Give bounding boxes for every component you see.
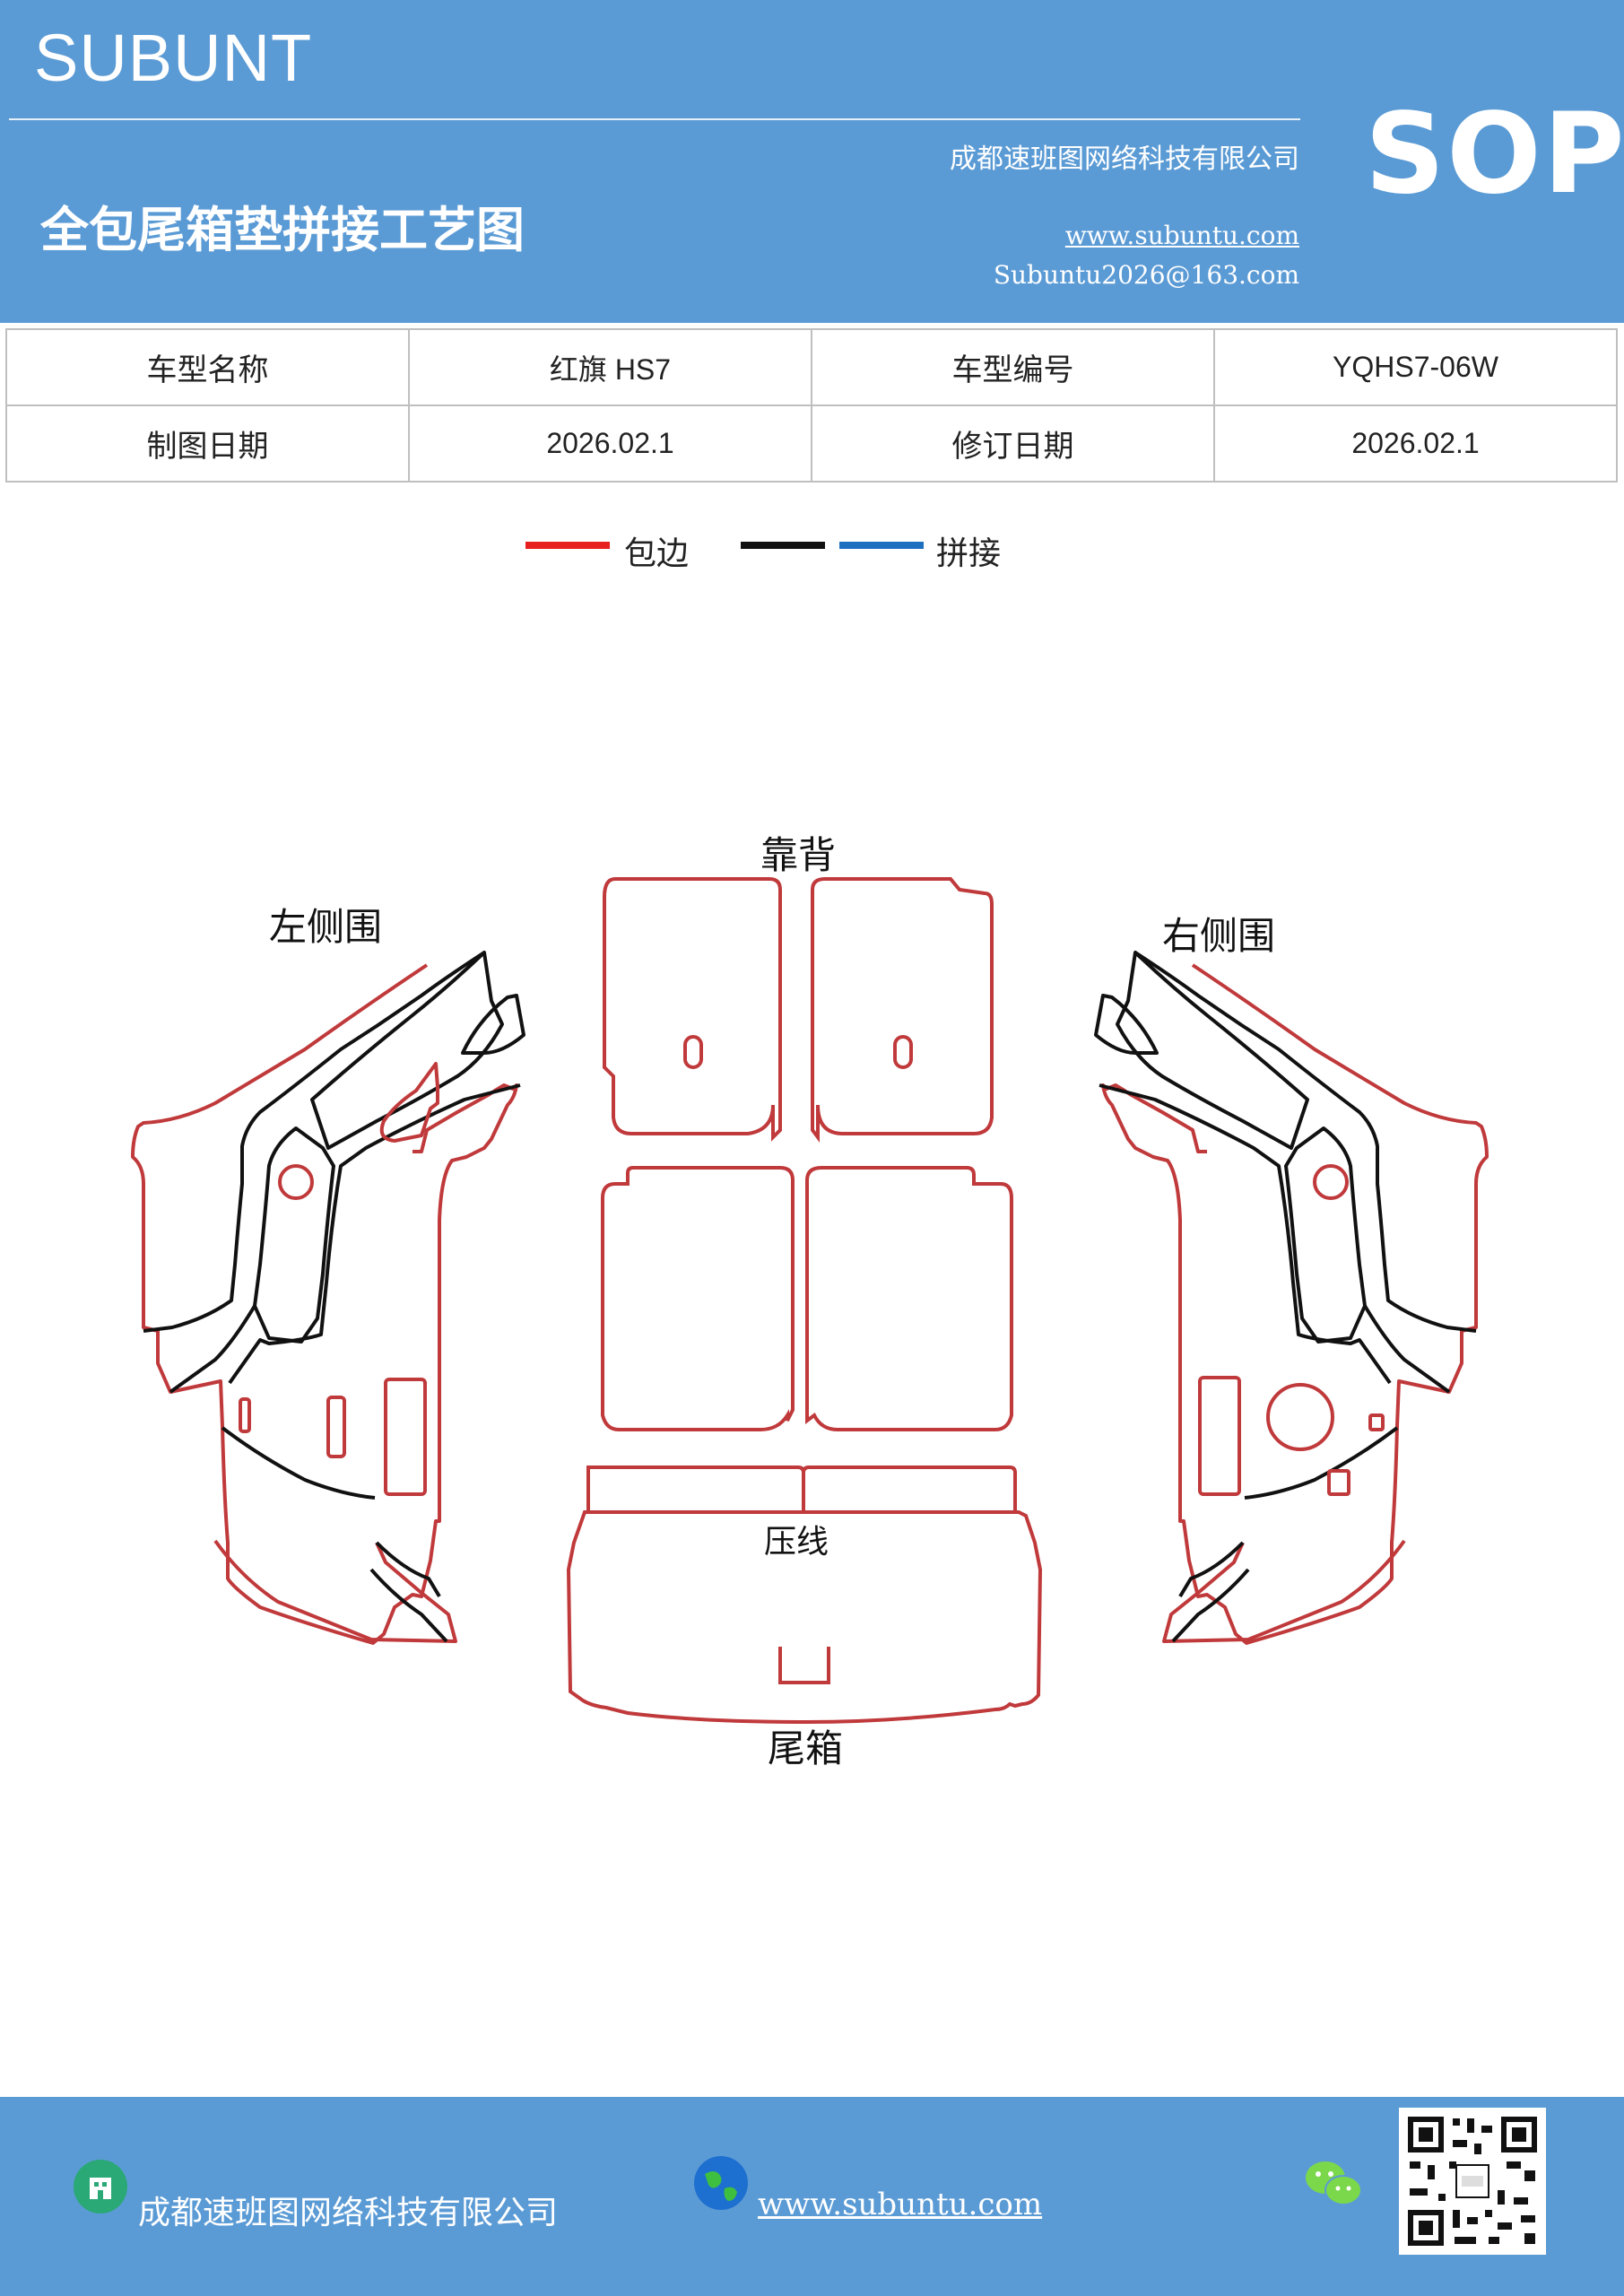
vehicle-info-table: 车型名称 红旗 HS7 车型编号 YQHS7-06W 制图日期 2026.02.… [5,328,1618,483]
qr-code [1399,2108,1546,2255]
trunk-top-strip-right [802,1465,1017,1514]
legend-swatch-red [525,542,610,549]
brand-name: SUBUNT [34,21,313,95]
table-cell: 制图日期 [5,404,410,483]
middle-right-piece [805,1166,1013,1431]
globe-icon [694,2156,748,2210]
legend-swatch-blue [839,542,924,549]
table-row: 车型名称 红旗 HS7 车型编号 YQHS7-06W [5,328,1618,406]
label-press-line: 压线 [764,1524,829,1561]
mat-diagram: 左侧围 靠背 右侧围 压线 尾箱 [0,789,1624,1794]
table-cell: YQHS7-06W [1213,328,1618,406]
document-title: 全包尾箱垫拼接工艺图 [40,201,525,258]
footer-company: 成都速班图网络科技有限公司 [138,2195,559,2231]
table-cell: 2026.02.1 [408,404,812,483]
building-icon [74,2160,127,2213]
header-banner: SUBUNT 全包尾箱垫拼接工艺图 成都速班图网络科技有限公司 www.subu… [0,0,1624,323]
label-backrest: 靠背 [760,833,837,877]
backrest-left-piece [603,877,782,1142]
legend-label: 包边 [624,535,690,572]
table-cell: 车型编号 [811,328,1215,406]
label-trunk: 尾箱 [768,1726,844,1770]
right-side-panel [1094,951,1489,1645]
sop-badge: SOP [1365,90,1624,219]
backrest-right-piece [811,877,994,1143]
company-name: 成都速班图网络科技有限公司 [950,144,1299,175]
email-address: Subuntu2026@163.com [993,260,1299,290]
mat-pieces [131,877,1489,1725]
table-cell: 红旗 HS7 [408,328,812,406]
website-link[interactable]: www.subuntu.com [1064,221,1299,250]
label-left-side: 左侧围 [269,905,383,949]
middle-left-piece [601,1166,795,1431]
label-right-side: 右侧围 [1162,914,1276,958]
table-cell: 修订日期 [811,404,1215,483]
wechat-icon[interactable] [1302,2156,1365,2210]
legend: 包边 拼接 [0,524,1624,578]
table-cell: 车型名称 [5,328,410,406]
backrest-left-slot [683,1035,703,1069]
left-side-panel [131,951,525,1645]
table-row: 制图日期 2026.02.1 修订日期 2026.02.1 [5,404,1618,483]
header-divider [9,118,1300,120]
legend-swatch-black [741,542,825,549]
legend-label: 拼接 [936,535,1002,572]
table-cell: 2026.02.1 [1213,404,1618,483]
footer-banner: 成都速班图网络科技有限公司 www.subuntu.com [0,2097,1624,2296]
footer-website[interactable]: www.subuntu.com [758,2187,1043,2222]
trunk-top-strip-left [586,1465,805,1514]
backrest-right-slot [893,1035,913,1069]
trunk-main-piece [566,1510,1043,1725]
trunk-tab [778,1647,830,1684]
